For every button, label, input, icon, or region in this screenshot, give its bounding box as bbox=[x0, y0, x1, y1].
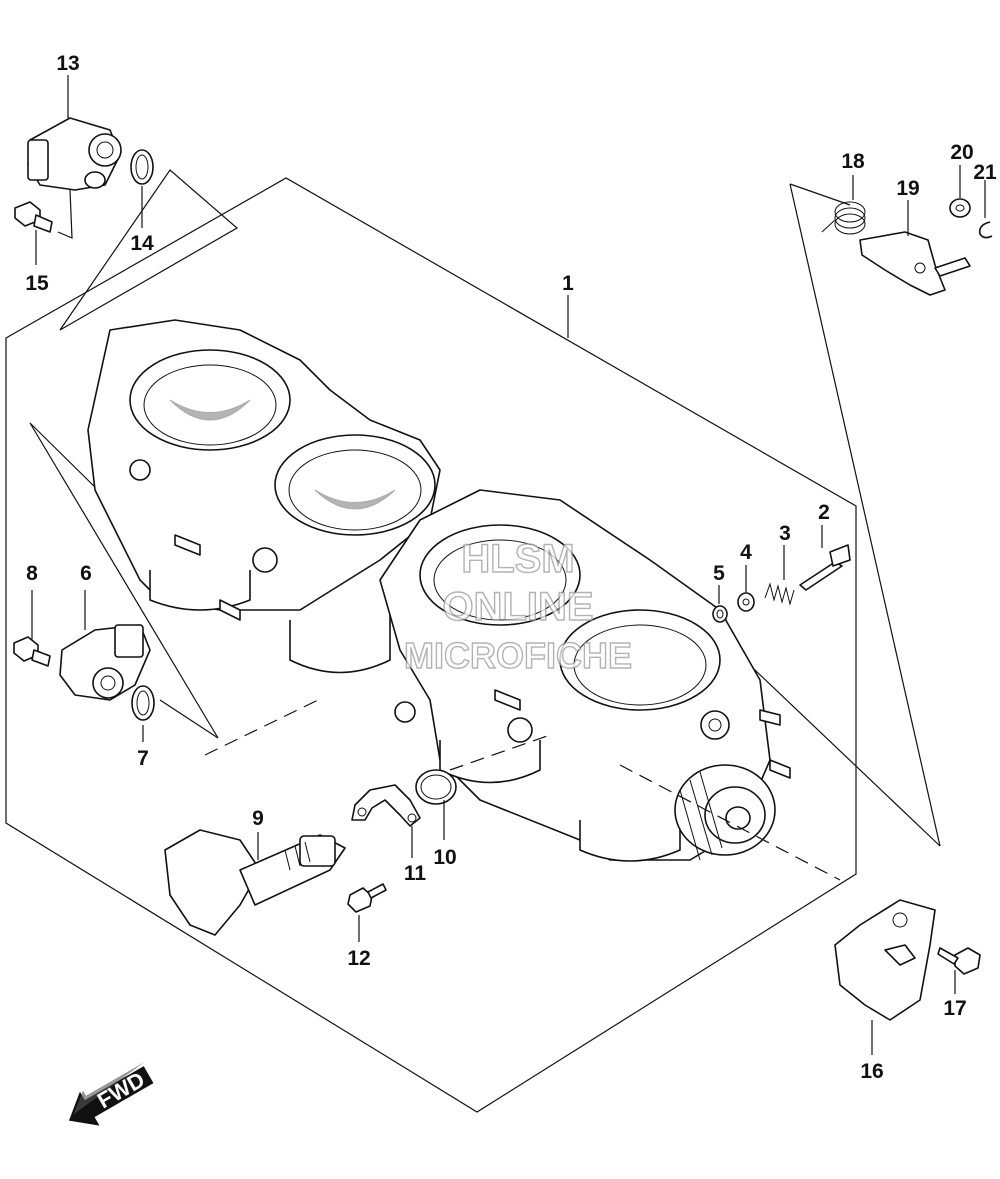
watermark-line-2: ONLINE bbox=[442, 585, 593, 629]
forward-arrow-icon: FWD bbox=[68, 1061, 154, 1126]
callout-19[interactable]: 19 bbox=[896, 177, 919, 200]
part-16-bracket bbox=[834, 899, 936, 1021]
callout-labels: 1 2 3 4 5 6 7 8 9 10 11 12 13 14 15 16 1… bbox=[25, 52, 997, 1083]
part-18-spring bbox=[821, 201, 866, 235]
callout-15[interactable]: 15 bbox=[25, 272, 49, 295]
watermark-line-1: HLSM bbox=[461, 537, 574, 581]
callout-13[interactable]: 13 bbox=[56, 52, 79, 75]
part-6-sensor bbox=[59, 624, 151, 701]
callout-20[interactable]: 20 bbox=[950, 141, 973, 164]
callout-7[interactable]: 7 bbox=[137, 747, 149, 770]
callout-3[interactable]: 3 bbox=[779, 522, 791, 545]
callout-11[interactable]: 11 bbox=[404, 862, 427, 885]
part-10-o-ring bbox=[415, 769, 457, 805]
callout-8[interactable]: 8 bbox=[26, 562, 38, 585]
callout-10[interactable]: 10 bbox=[433, 846, 456, 869]
callout-18[interactable]: 18 bbox=[841, 150, 865, 173]
callout-21[interactable]: 21 bbox=[973, 161, 997, 184]
callout-1[interactable]: 1 bbox=[562, 272, 574, 295]
watermark-line-3: MICROFICHE bbox=[404, 635, 632, 676]
part-11-clamp bbox=[351, 784, 421, 827]
part-4-washer bbox=[737, 592, 755, 612]
part-21-clip bbox=[978, 221, 993, 239]
callout-5[interactable]: 5 bbox=[713, 562, 725, 585]
callout-2[interactable]: 2 bbox=[818, 501, 830, 524]
leader-lines bbox=[31, 75, 986, 1055]
throttle-body-assembly bbox=[87, 319, 791, 862]
callout-6[interactable]: 6 bbox=[80, 562, 92, 585]
part-2-screw bbox=[799, 544, 851, 591]
part-17-bolt bbox=[937, 947, 981, 975]
callout-17[interactable]: 17 bbox=[943, 997, 966, 1020]
part-7-o-ring bbox=[131, 685, 155, 721]
part-12-screw bbox=[347, 883, 387, 913]
watermark: HLSM ONLINE MICROFICHE bbox=[403, 536, 632, 676]
callout-14[interactable]: 14 bbox=[130, 232, 154, 255]
part-8-bolt bbox=[13, 636, 51, 667]
part-14-o-ring bbox=[130, 149, 154, 185]
part-5-ring bbox=[712, 605, 728, 623]
callout-4[interactable]: 4 bbox=[740, 541, 752, 564]
part-19-lever bbox=[859, 231, 971, 296]
assembly-boundary bbox=[5, 169, 941, 1113]
callout-16[interactable]: 16 bbox=[860, 1060, 883, 1083]
callout-12[interactable]: 12 bbox=[347, 947, 370, 970]
part-13-sensor bbox=[27, 117, 122, 191]
callout-9[interactable]: 9 bbox=[252, 807, 264, 830]
part-9-sensor bbox=[164, 829, 346, 936]
part-3-spring bbox=[764, 582, 795, 606]
part-20-washer bbox=[949, 198, 971, 218]
part-15-bolt bbox=[14, 201, 53, 233]
